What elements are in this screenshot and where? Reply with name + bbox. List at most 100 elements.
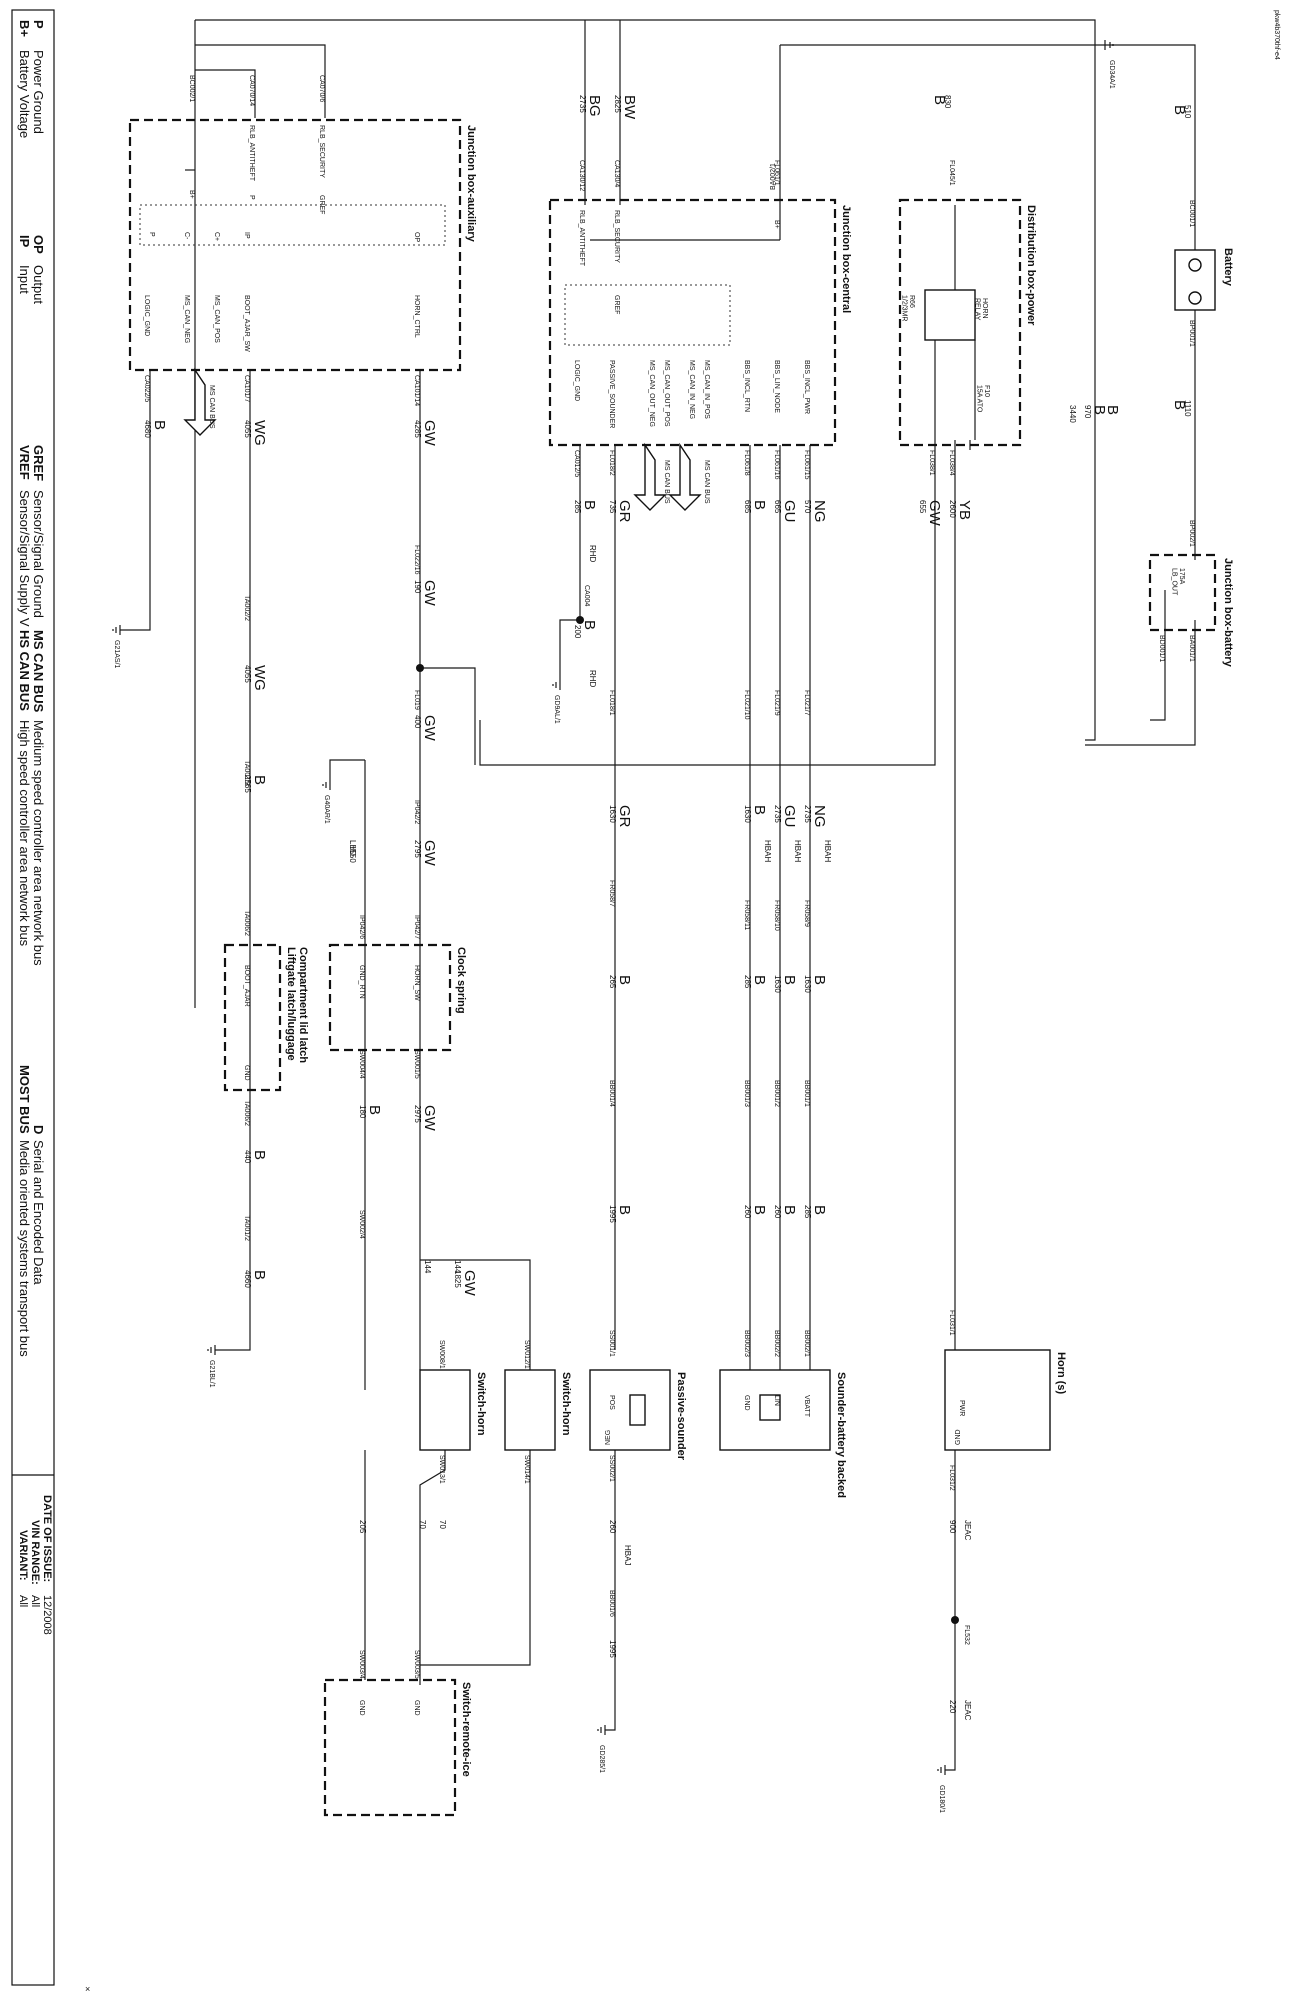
conn-TA001-2: TA001/2 xyxy=(243,1215,250,1241)
pin-aux-op: OP xyxy=(413,232,420,242)
wire-num: 970 xyxy=(1083,405,1092,419)
wire-num: 190 xyxy=(413,580,422,594)
info-vin-value: All xyxy=(29,1595,41,1607)
pin-aux-boot-ajar-sw: BOOT_AJAR_SW xyxy=(243,295,250,352)
wire-code: B xyxy=(581,500,598,510)
passive-speaker-icon xyxy=(629,1394,646,1426)
wire-code: B xyxy=(251,1270,268,1280)
wire-code: RHD xyxy=(588,545,597,563)
conn-FL038-1: FL038/1 xyxy=(928,450,935,476)
conn-IP042-7: IP042/7 xyxy=(413,915,420,939)
pin-central-rlb-antitheft: RLB_ANTITHEFT xyxy=(578,210,585,267)
relay-id-label: R661/2/3MR xyxy=(900,295,915,321)
conn-FL021-9: FL021/9 xyxy=(773,690,780,716)
conn-FL519: FL019 xyxy=(413,690,420,710)
wire-num: 510 xyxy=(1183,105,1192,119)
pin-clock-gnd-rtn: GND_RTN xyxy=(358,965,365,999)
jb-central-inner xyxy=(564,284,731,346)
wire-num: 220 xyxy=(948,1700,957,1714)
wire-num: 1995 xyxy=(608,1640,617,1658)
conn-CA130-4: CA130/4 xyxy=(613,160,620,187)
conn-BB001-2: BB001/2 xyxy=(773,1080,780,1107)
legend-abbr: P xyxy=(31,20,46,29)
legend-desc: Medium speed controller area network bus xyxy=(31,720,46,966)
wire-code: GW xyxy=(421,715,438,742)
conn-SW008-1: SW008/1 xyxy=(438,1340,445,1369)
wire-num: 4285 xyxy=(413,420,422,438)
wire-num: 735 xyxy=(608,500,617,514)
pin-aux-gref: GREF xyxy=(318,195,325,214)
conn-SW012-1: SW012/1 xyxy=(523,1340,530,1369)
wire-code: B xyxy=(366,1105,383,1115)
wire-code: LHD xyxy=(348,840,357,856)
pin-aux-ip: IP xyxy=(243,232,250,239)
wire-num: 655 xyxy=(918,500,927,514)
pin-aux-ms-can-neg: MS_CAN_NEG xyxy=(183,295,190,343)
db-power-title: Distribution box-power xyxy=(1025,205,1037,326)
wire-code: B xyxy=(781,1205,798,1215)
wire-code: B xyxy=(151,420,168,430)
wire-code: B xyxy=(811,975,828,985)
junction-box-auxiliary xyxy=(128,118,462,372)
pin-aux-cplus: C+ xyxy=(213,232,220,241)
wire-code: B xyxy=(931,95,948,105)
wire-code: GW xyxy=(421,1105,438,1132)
wire-num: 2565 xyxy=(243,775,252,793)
wire-code: JEAC xyxy=(963,1700,972,1721)
conn-FL045-1: FL045/1 xyxy=(948,160,955,186)
fuse-f10-label: F1015A ATO xyxy=(975,385,990,413)
conn-SS001-1: SS001/1 xyxy=(608,1330,615,1357)
conn-BB002-1: BB002/1 xyxy=(803,1330,810,1357)
legend-abbr: MOST BUS xyxy=(17,1065,32,1134)
wire-code: B xyxy=(251,775,268,785)
wire-num: 2735 xyxy=(773,805,782,823)
wire-code: HBAH xyxy=(823,840,832,862)
conn-CA022-5: CA022/5 xyxy=(143,375,150,402)
conn-FL021-10: FL021/10 xyxy=(743,690,750,720)
wire-num: 685 xyxy=(743,500,752,514)
pin-central-rlb-security: RLB_SECURITY xyxy=(613,210,620,263)
wire-code: BW xyxy=(621,95,638,120)
wire-code: GW xyxy=(421,420,438,447)
wire-code: GW xyxy=(421,840,438,867)
legend-desc: Serial and Encoded Data xyxy=(31,1140,46,1285)
remote-ice-title: Switch-remote-ice xyxy=(460,1682,472,1777)
wire-num: 265 xyxy=(608,975,617,989)
switch-remote-ice xyxy=(323,1678,457,1817)
legend-desc: Media oriented systems transport bus xyxy=(17,1140,32,1357)
pin-aux-horn-ctrl: HORN_CTRL xyxy=(413,295,420,338)
conn-IP042-6: IP042/6 xyxy=(358,915,365,939)
legend-desc: Battery Voltage xyxy=(17,50,32,138)
jb-aux-title: Junction box-auxiliary xyxy=(465,125,477,243)
wire-num: 1630 xyxy=(608,805,617,823)
wire-num: 260 xyxy=(743,1205,752,1219)
conn-BP001-1: BP001/1 xyxy=(1188,320,1195,347)
pin-aux-bplus: B+ xyxy=(188,190,195,199)
wire-code: B xyxy=(616,1205,633,1215)
wire-code: WG xyxy=(251,665,268,691)
can-bus-label-1: MS CAN BUS xyxy=(703,460,710,504)
wire-code: B xyxy=(751,1205,768,1215)
wire-num: 285 xyxy=(743,975,752,989)
pin-central-bbs-incl-rtn: BBS_INCL_RTN xyxy=(743,360,750,412)
conn-TA006-2b: TA006/2 xyxy=(243,1100,250,1126)
conn-FL061-1: FL061/1 xyxy=(773,160,780,186)
conn-BB002-3: BB002/3 xyxy=(743,1330,750,1357)
wire-code: GU xyxy=(781,805,798,828)
pin-central-ms-can-out-neg: MS_CAN_OUT_NEG xyxy=(648,360,655,427)
sounder-title: Sounder-battery backed xyxy=(835,1372,847,1498)
legend-desc: Output xyxy=(31,265,46,304)
wire-num: 144 xyxy=(453,1260,462,1274)
splice-ca004 xyxy=(576,616,584,624)
wire-num: 285 xyxy=(803,1205,812,1219)
conn-CA012-5: CA012/5 xyxy=(573,450,580,477)
pin-aux-cminus: C- xyxy=(183,232,190,240)
wire-code: B xyxy=(751,805,768,815)
wire-num: 2735 xyxy=(803,805,812,823)
conn-CA101-14: CA101/14 xyxy=(413,375,420,406)
conn-FL061-8: FL061/8 xyxy=(743,450,750,476)
wire-code: WG xyxy=(251,420,268,446)
conn-FR058-7: FR058/7 xyxy=(608,880,615,907)
clock-spring xyxy=(328,943,452,1052)
conn-FL018-2: FL018/2 xyxy=(608,450,615,476)
